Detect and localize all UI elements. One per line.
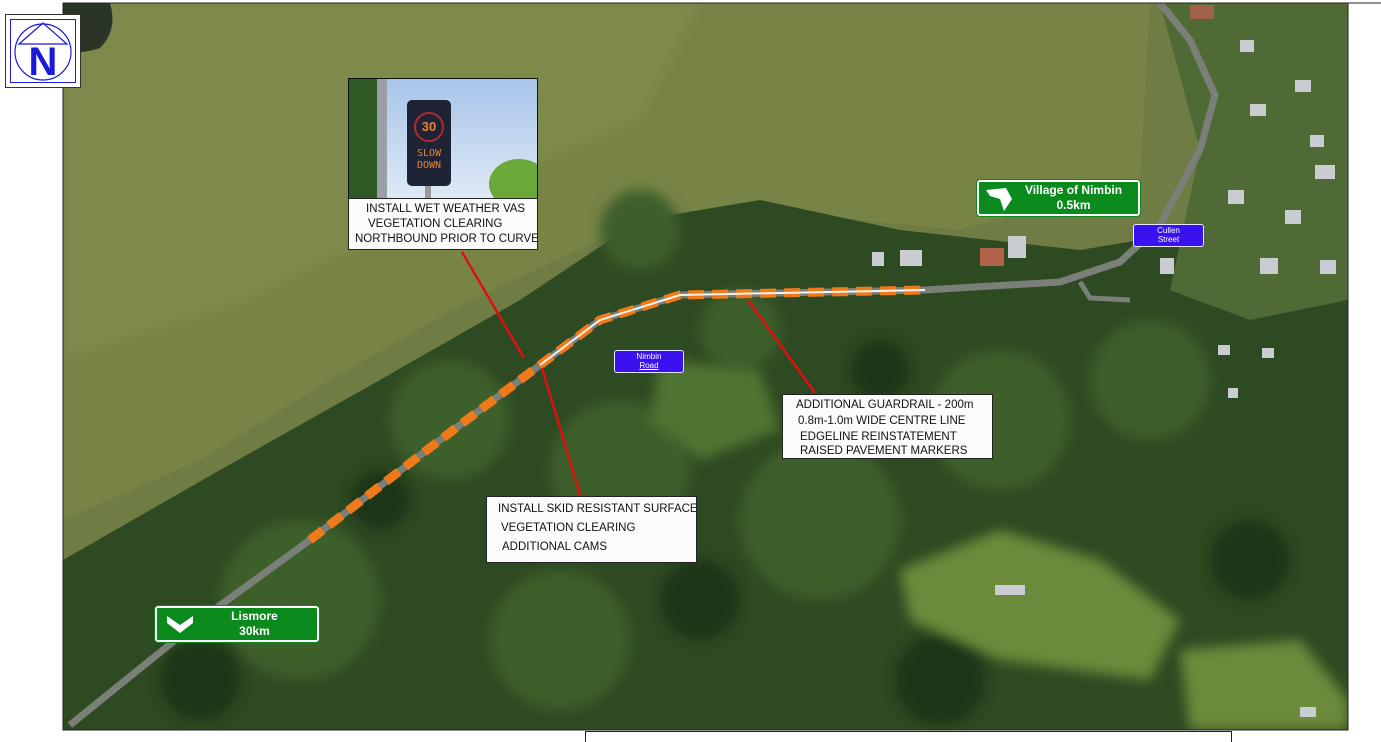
callout-guardrail: ADDITIONAL GUARDRAIL - 200m 0.8m-1.0m WI… bbox=[782, 394, 993, 459]
street-line2: Street bbox=[1157, 235, 1180, 244]
title-block-edge bbox=[585, 731, 1232, 742]
callout-line: VEGETATION CLEARING bbox=[501, 522, 636, 534]
vas-speed: 30 bbox=[414, 112, 444, 142]
sign-line2: 0.5km bbox=[1056, 198, 1091, 212]
callout-line: EDGELINE REINSTATEMENT bbox=[800, 431, 957, 443]
street-line1: Cullen bbox=[1157, 226, 1180, 235]
callout-line: VEGETATION CLEARING bbox=[368, 218, 503, 230]
north-arrow: N bbox=[5, 14, 81, 88]
callout-skid: INSTALL SKID RESISTANT SURFACE VEGETATIO… bbox=[486, 496, 698, 563]
street-line1: Nimbin bbox=[636, 352, 662, 361]
sign-line2: 30km bbox=[239, 624, 270, 638]
street-line2: Road bbox=[639, 361, 659, 370]
chevron-down-icon bbox=[167, 616, 193, 633]
callout-vas: INSTALL WET WEATHER VAS VEGETATION CLEAR… bbox=[348, 198, 539, 250]
callout-line: INSTALL SKID RESISTANT SURFACE bbox=[498, 503, 698, 515]
callout-line: ADDITIONAL GUARDRAIL - 200m bbox=[796, 399, 974, 411]
callout-line: RAISED PAVEMENT MARKERS bbox=[800, 445, 968, 457]
callout-line: ADDITIONAL CAMS bbox=[502, 541, 608, 553]
vas-line2: DOWN bbox=[416, 160, 442, 171]
callout-line: INSTALL WET WEATHER VAS bbox=[366, 203, 526, 215]
north-arrow-icon bbox=[14, 22, 72, 81]
sign-line1: Village of Nimbin bbox=[1024, 183, 1123, 197]
turn-left-arrow-icon bbox=[986, 188, 1012, 211]
callout-line: 0.8m-1.0m WIDE CENTRE LINE bbox=[798, 415, 966, 427]
sign-line1: Lismore bbox=[231, 609, 278, 623]
callout-line: NORTHBOUND PRIOR TO CURVE bbox=[355, 233, 539, 245]
vas-line1: SLOW bbox=[416, 148, 442, 159]
north-letter: N bbox=[28, 40, 58, 84]
